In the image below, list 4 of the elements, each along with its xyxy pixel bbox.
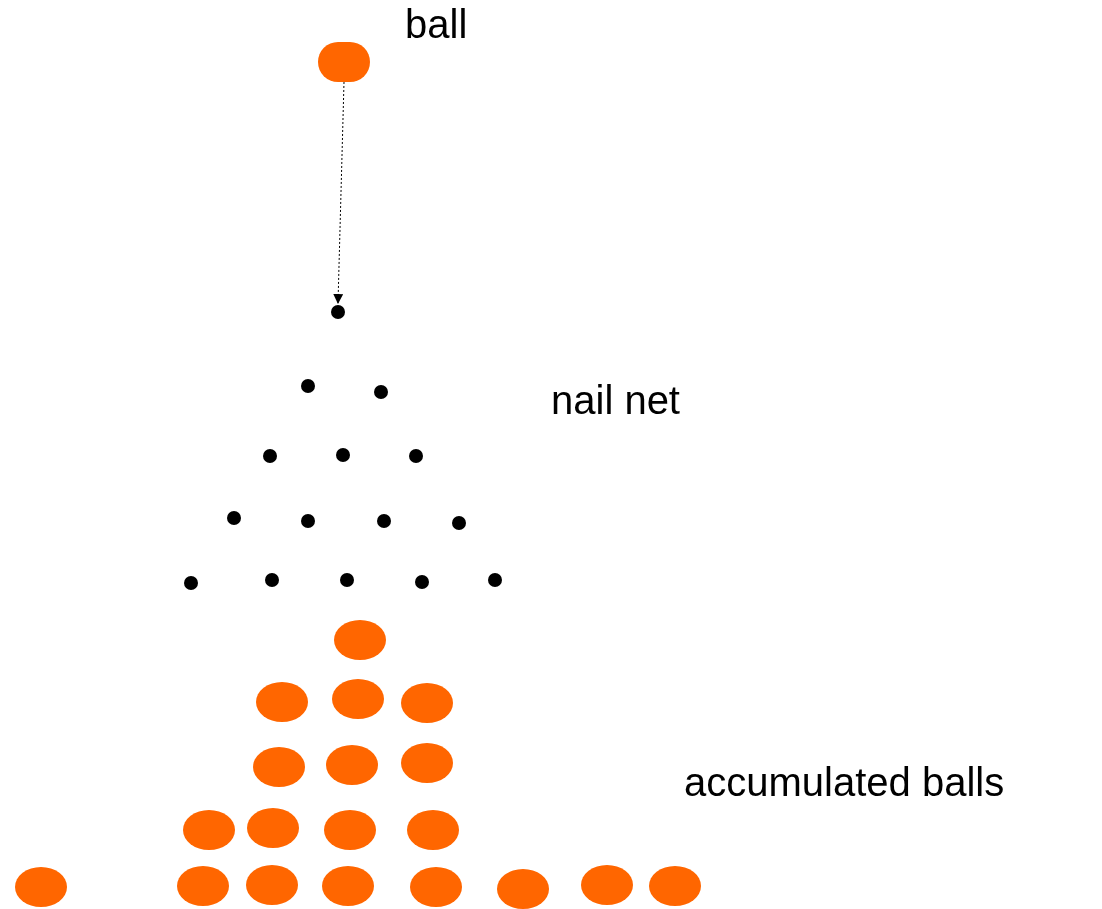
ball-label: ball [405,4,468,44]
text-label: accumulated balls [684,762,1005,802]
text-label: nail net [551,380,680,420]
arrow [333,81,345,304]
